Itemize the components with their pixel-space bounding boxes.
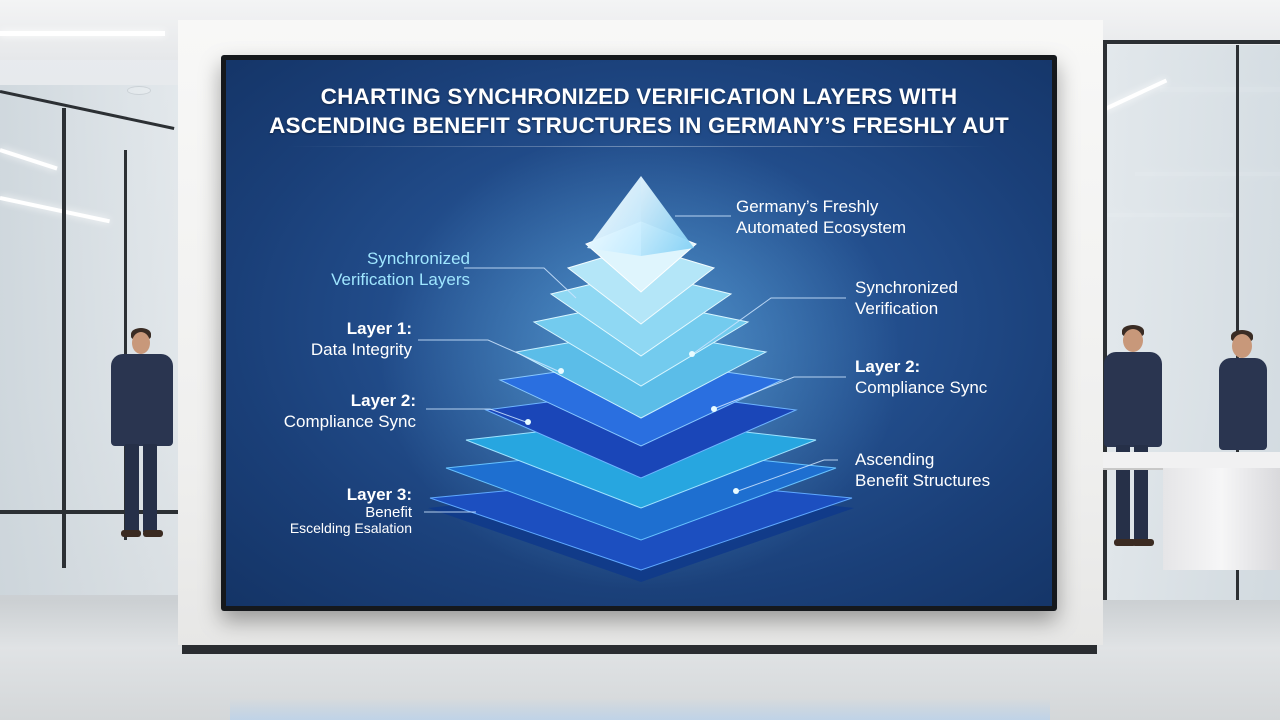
label-layer1-line2: Data Integrity [310, 340, 412, 359]
leader-dot [525, 419, 531, 425]
label-layer2-right-line2: Compliance Sync [855, 378, 988, 397]
label-layer1-line1: Layer 1: [346, 319, 412, 338]
wall-base-shadow [182, 645, 1097, 654]
person-left [105, 328, 177, 543]
label-ascending: Ascending Benefit Structures [855, 449, 990, 491]
leader-layer2-left [426, 408, 527, 423]
label-apex-line1: Germany’s Freshly [736, 197, 879, 216]
label-apex: Germany’s Freshly Automated Ecosystem [736, 196, 906, 238]
label-layer1: Layer 1: Data Integrity [246, 318, 412, 360]
person-right-2 [1215, 330, 1280, 460]
label-layer3-line1: Layer 3: [346, 485, 412, 504]
leader-layer2-right [715, 376, 846, 409]
leader-ascending [737, 459, 838, 492]
leader-dot [558, 368, 564, 374]
conference-table [1103, 452, 1280, 570]
label-apex-line2: Automated Ecosystem [736, 218, 907, 237]
display-screen: CHARTING SYNCHRONIZED VERIFICATION LAYER… [226, 60, 1052, 606]
leader-dot [733, 488, 739, 494]
leader-dot [689, 351, 695, 357]
leader-lines [418, 215, 846, 513]
pyramid-apex-left [587, 176, 641, 256]
label-layer2-right-line1: Layer 2: [855, 357, 921, 376]
label-sync-verification-line1: Synchronized [855, 278, 959, 297]
label-layer3: Layer 3: Benefit Escelding Esalation [246, 484, 412, 537]
slide-title-line-1: CHARTING SYNCHRONIZED VERIFICATION LAYER… [320, 84, 958, 109]
label-sync-verification-line2: Verification [855, 299, 939, 318]
label-sync-layers-line1: Synchronized [366, 249, 470, 268]
label-layer2-left-line1: Layer 2: [350, 391, 416, 410]
label-ascending-line1: Ascending [855, 450, 935, 469]
floor-reflection [230, 698, 1050, 720]
glass-mullion [1103, 40, 1107, 640]
label-sync-layers: Synchronized Verification Layers [290, 248, 470, 290]
layered-pyramid [381, 130, 901, 590]
label-layer3-line3: Escelding Esalation [289, 520, 412, 536]
glass-mullion [124, 150, 127, 540]
glass-rail [1103, 40, 1280, 44]
leader-sync-verification [693, 297, 846, 354]
leader-sync-layers [464, 267, 577, 299]
label-ascending-line2: Benefit Structures [855, 471, 991, 490]
leader-dot [711, 406, 717, 412]
label-layer2-left: Layer 2: Compliance Sync [246, 390, 416, 432]
glass-rail [0, 510, 178, 514]
label-layer3-line2: Benefit [365, 504, 412, 521]
label-sync-verification: Synchronized Verification [855, 277, 958, 319]
pyramid-apex-right [641, 176, 694, 256]
glass-mullion [62, 108, 66, 568]
ceiling-light-left [0, 31, 165, 36]
label-layer2-right: Layer 2: Compliance Sync [855, 356, 987, 398]
leader-layer1 [418, 339, 559, 372]
label-layer2-left-line2: Compliance Sync [283, 412, 416, 431]
label-sync-layers-line2: Verification Layers [331, 270, 470, 289]
leader-dots [525, 351, 739, 494]
